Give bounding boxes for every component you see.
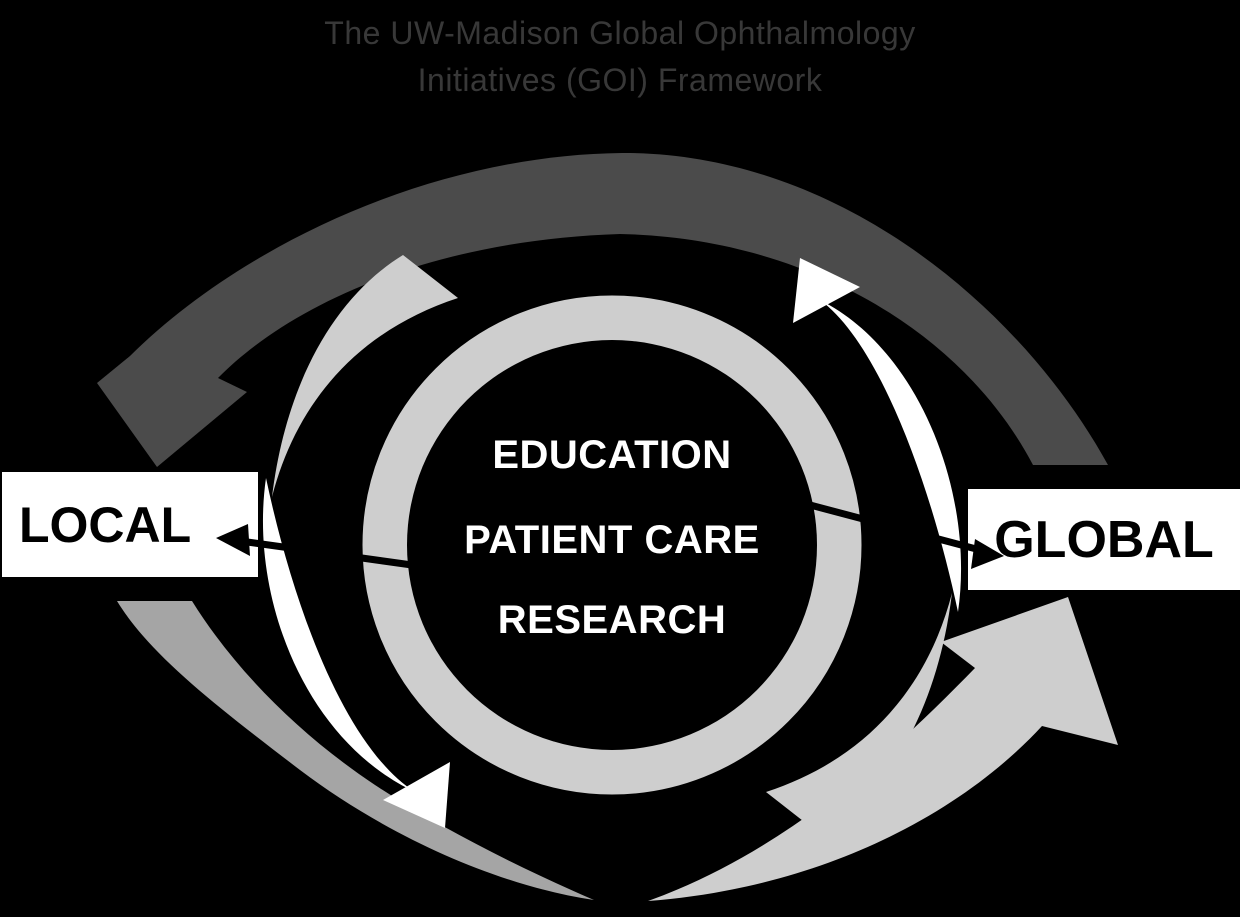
local-node-label: LOCAL [19,496,192,553]
outer-top-arc-arrow [97,152,1108,468]
white-arrow-bottom-body [262,478,415,792]
center-label-research: RESEARCH [497,598,727,642]
ring-swoosh-top-left [272,255,458,497]
white-arrow-top-head [793,258,860,323]
global-node-label: GLOBAL [994,510,1214,569]
center-label-education: EDUCATION [492,433,732,477]
outer-bottom-right-arc-arrow [648,597,1118,901]
global-box [968,489,1240,590]
white-arrow-top-body [820,300,962,612]
center-circle [407,340,817,750]
outer-bottom-left-arc [117,601,594,900]
center-label-patient-care: PATIENT CARE [464,518,760,562]
title-line-2: Initiatives (GOI) Framework [417,62,823,98]
global-connector-arrowhead [971,539,1004,569]
global-connector-line [794,497,981,554]
local-connector-line [239,537,456,575]
inner-ring [362,295,862,795]
ring-swoosh-bottom-right [766,593,952,835]
title-line-1: The UW-Madison Global Ophthalmology [324,15,916,51]
diagram-title: The UW-Madison Global Ophthalmology Init… [0,10,1240,104]
local-connector-arrowhead [216,524,250,556]
local-box [2,472,258,577]
white-arrow-bottom-head [383,762,450,828]
